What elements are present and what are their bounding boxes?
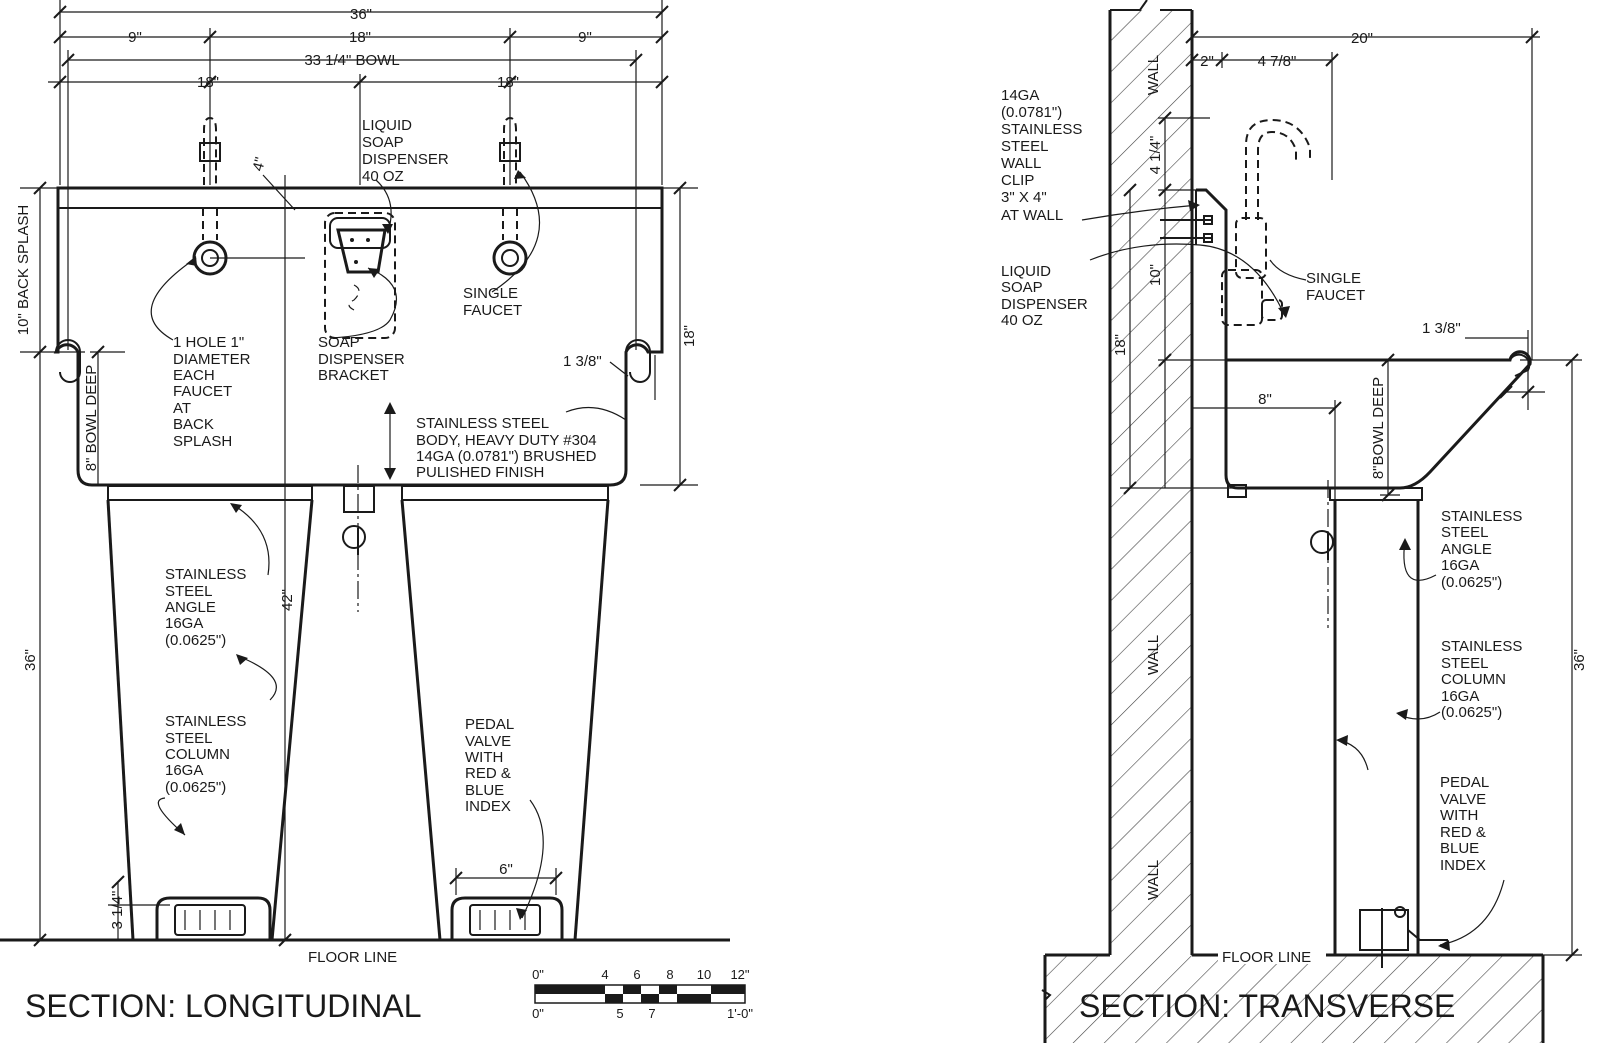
longitudinal-leaders: [150, 171, 629, 919]
wall-hatch: [1110, 10, 1192, 955]
longitudinal-tick-marks: [33, 5, 687, 947]
pedal-valve-label-longitudinal: PEDAL VALVE WITH RED & BLUE INDEX: [465, 716, 518, 815]
dim-20: 20": [1351, 30, 1373, 47]
dim-4-7-8: 4 7/8": [1258, 53, 1297, 70]
dim-36-height: 36": [22, 649, 39, 671]
angle-bars: [107, 485, 609, 501]
dim-bowl-deep-transverse: 8"BOWL DEEP: [1370, 377, 1387, 479]
right-pedal-valve: [450, 896, 564, 940]
dim-bowl-deep: 8" BOWL DEEP: [83, 365, 100, 471]
wall-label-bottom: WALL: [1145, 860, 1162, 900]
dim-6: 6": [499, 861, 513, 878]
floor-hatch: [1045, 955, 1543, 1043]
transverse-faucet: [1221, 118, 1311, 326]
dim-36: 36": [350, 6, 372, 23]
single-faucet-label-transverse: SINGLE FAUCET: [1306, 270, 1365, 304]
longitudinal-dimension-texts: 36" 9" 18" 9" 33 1/4" BOWL 18" 18" 4" 10…: [15, 6, 698, 929]
dim-36-transverse: 36": [1571, 649, 1588, 671]
transverse-sink-profile: [1195, 188, 1532, 498]
dim-4-1-4: 4 1/4": [1147, 136, 1164, 175]
dim-left-18: 18": [197, 74, 219, 91]
soap-bracket-label: SOAP DISPENSER BRACKET: [318, 334, 409, 384]
transverse-section: 20" 2" 4 7/8" 4 1/4" 10" 18" 1 3/8" 8" 8…: [1001, 0, 1588, 1043]
transverse-angle: [1329, 487, 1423, 501]
scale-bottom-7: 7: [648, 1006, 655, 1021]
scale-top-6: 6: [633, 967, 640, 982]
scale-bottom-12: 1'-0": [727, 1006, 753, 1021]
right-faucet: [492, 116, 528, 276]
transverse-arrowheads: [1188, 200, 1450, 951]
scale-top-8: 8: [666, 967, 673, 982]
transverse-dimension-texts: 20" 2" 4 7/8" 4 1/4" 10" 18" 1 3/8" 8" 8…: [1112, 30, 1588, 671]
floor-line-label-transverse: FLOOR LINE: [1222, 949, 1311, 966]
scale-top-10: 10: [697, 967, 711, 982]
dim-right-18v: 18": [681, 325, 698, 347]
drain-centerline: [342, 465, 375, 612]
left-pedal-valve: [155, 896, 272, 940]
dim-backsplash: 10" BACK SPLASH: [15, 205, 32, 335]
longitudinal-arrowheads: [174, 170, 527, 920]
soap-dispenser-label: LIQUID SOAP DISPENSER 40 OZ: [362, 117, 453, 185]
dim-rim: 1 3/8": [563, 353, 602, 370]
scale-bar: 0" 4 6 8 10 12" 0" 5 7 1'-0": [532, 967, 753, 1021]
dim-8: 8": [1258, 391, 1272, 408]
longitudinal-sink-body: [53, 186, 664, 487]
angle-label-transverse: STAINLESS STEEL ANGLE 16GA (0.0625"): [1441, 508, 1527, 591]
wall-label-mid: WALL: [1145, 635, 1162, 675]
pedal-valve-label-transverse: PEDAL VALVE WITH RED & BLUE INDEX: [1440, 774, 1493, 874]
dim-bowl: 33 1/4" BOWL: [304, 52, 399, 69]
dim-right-9: 9": [578, 29, 592, 46]
wall-clip-label: 14GA (0.0781") STAINLESS STEEL WALL CLIP…: [1001, 87, 1087, 224]
single-faucet-label: SINGLE FAUCET: [463, 285, 522, 319]
floor-line-label-longitudinal: FLOOR LINE: [308, 949, 397, 966]
scale-top-4: 4: [601, 967, 608, 982]
dim-18-transverse: 18": [1112, 334, 1129, 356]
longitudinal-dimension-lines: [20, 0, 698, 940]
wall-label-top: WALL: [1145, 55, 1162, 95]
dim-right-18: 18": [497, 74, 519, 91]
dim-10: 10": [1147, 264, 1164, 286]
longitudinal-section: 36" 9" 18" 9" 33 1/4" BOWL 18" 18" 4" 10…: [0, 0, 730, 1024]
angle-label-longitudinal: STAINLESS STEEL ANGLE 16GA (0.0625"): [165, 566, 251, 649]
transverse-title: SECTION: TRANSVERSE: [1079, 988, 1455, 1024]
left-faucet: [192, 116, 228, 276]
scale-top-12: 12": [730, 967, 749, 982]
body-material-label: STAINLESS STEEL BODY, HEAVY DUTY #304 14…: [416, 415, 601, 481]
column-label-transverse: STAINLESS STEEL COLUMN 16GA (0.0625"): [1441, 638, 1527, 721]
faucet-hole-label: 1 HOLE 1" DIAMETER EACH FAUCET AT BACK S…: [173, 334, 255, 450]
dim-mid-18: 18": [349, 29, 371, 46]
column-label-longitudinal: STAINLESS STEEL COLUMN 16GA (0.0625"): [165, 713, 251, 796]
dim-42-height: 42": [279, 589, 296, 611]
longitudinal-title: SECTION: LONGITUDINAL: [25, 988, 422, 1024]
longitudinal-columns: [106, 499, 610, 941]
wall-clip-bolts: [1160, 215, 1213, 243]
soap-dispenser: [324, 212, 396, 339]
dim-4: 4": [249, 155, 269, 173]
dim-left-9: 9": [128, 29, 142, 46]
dim-pedal-height: 3 1/4": [109, 891, 126, 930]
dim-rim-transverse: 1 3/8": [1422, 320, 1461, 337]
scale-bottom-5: 5: [616, 1006, 623, 1021]
scale-top-0: 0": [532, 967, 544, 982]
dim-2: 2": [1200, 53, 1214, 70]
scale-bottom-0: 0": [532, 1006, 544, 1021]
soap-dispenser-label-transverse: LIQUID SOAP DISPENSER 40 OZ: [1001, 263, 1092, 329]
transverse-pedal-valve: [1359, 906, 1448, 968]
